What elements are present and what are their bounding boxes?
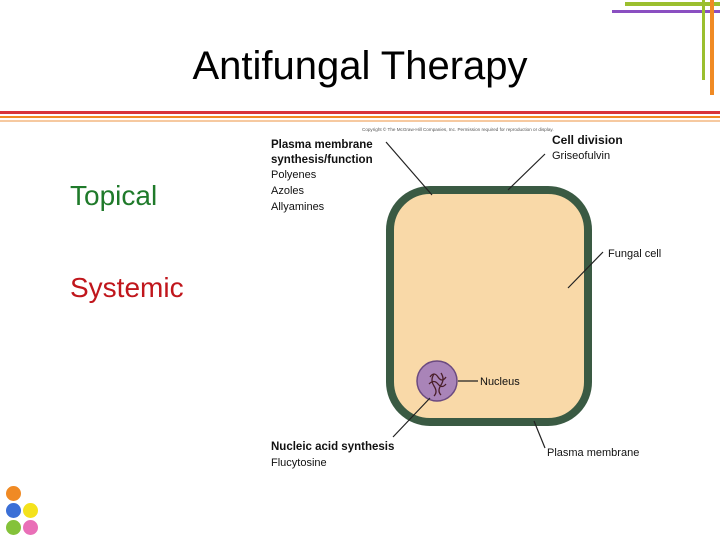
title-rule-red: [0, 111, 720, 114]
drug-allyamines: Allyamines: [271, 201, 325, 213]
page-title: Antifungal Therapy: [192, 44, 528, 88]
drug-azoles: Azoles: [271, 185, 305, 197]
nucleus-label: Nucleus: [480, 376, 520, 388]
nucleic-heading: Nucleic acid synthesis: [271, 441, 394, 453]
pointer-plasma-membrane: [533, 420, 546, 449]
bullet-topical: Topical: [70, 180, 158, 211]
chromatin-icon: [428, 372, 447, 397]
cell-division-heading: Cell division: [552, 133, 623, 147]
fungal-cell-label: Fungal cell: [608, 248, 661, 260]
deco-line-green-top: [625, 2, 720, 6]
deco-dot-blue: [6, 503, 21, 518]
drug-flucytosine: Flucytosine: [271, 457, 327, 469]
deco-line-purple-top: [612, 10, 720, 13]
deco-line-orange-vertical-2: [702, 0, 705, 80]
plasma-heading-line1: Plasma membrane: [271, 139, 373, 151]
nucleus: [416, 360, 458, 402]
deco-dot-orange: [6, 486, 21, 501]
plasma-membrane-label: Plasma membrane: [547, 447, 639, 459]
pointer-nucleic-acid: [392, 397, 431, 438]
title-rule-light: [0, 120, 720, 122]
pointer-plasma-synthesis: [385, 141, 433, 196]
title-rule-orange: [0, 116, 720, 118]
bullet-systemic: Systemic: [70, 272, 184, 303]
plasma-heading-line2: synthesis/function: [271, 154, 373, 166]
deco-dot-yellow: [23, 503, 38, 518]
drug-griseofulvin: Griseofulvin: [552, 150, 610, 162]
drug-polyenes: Polyenes: [271, 169, 317, 181]
deco-dot-pink: [23, 520, 38, 535]
pointer-cell-division: [507, 153, 546, 191]
pointer-fungal-cell: [567, 251, 604, 289]
deco-dot-green: [6, 520, 21, 535]
copyright-note: Copyright © The McGraw-Hill Companies, I…: [362, 126, 554, 132]
deco-line-orange-vertical: [710, 0, 714, 95]
